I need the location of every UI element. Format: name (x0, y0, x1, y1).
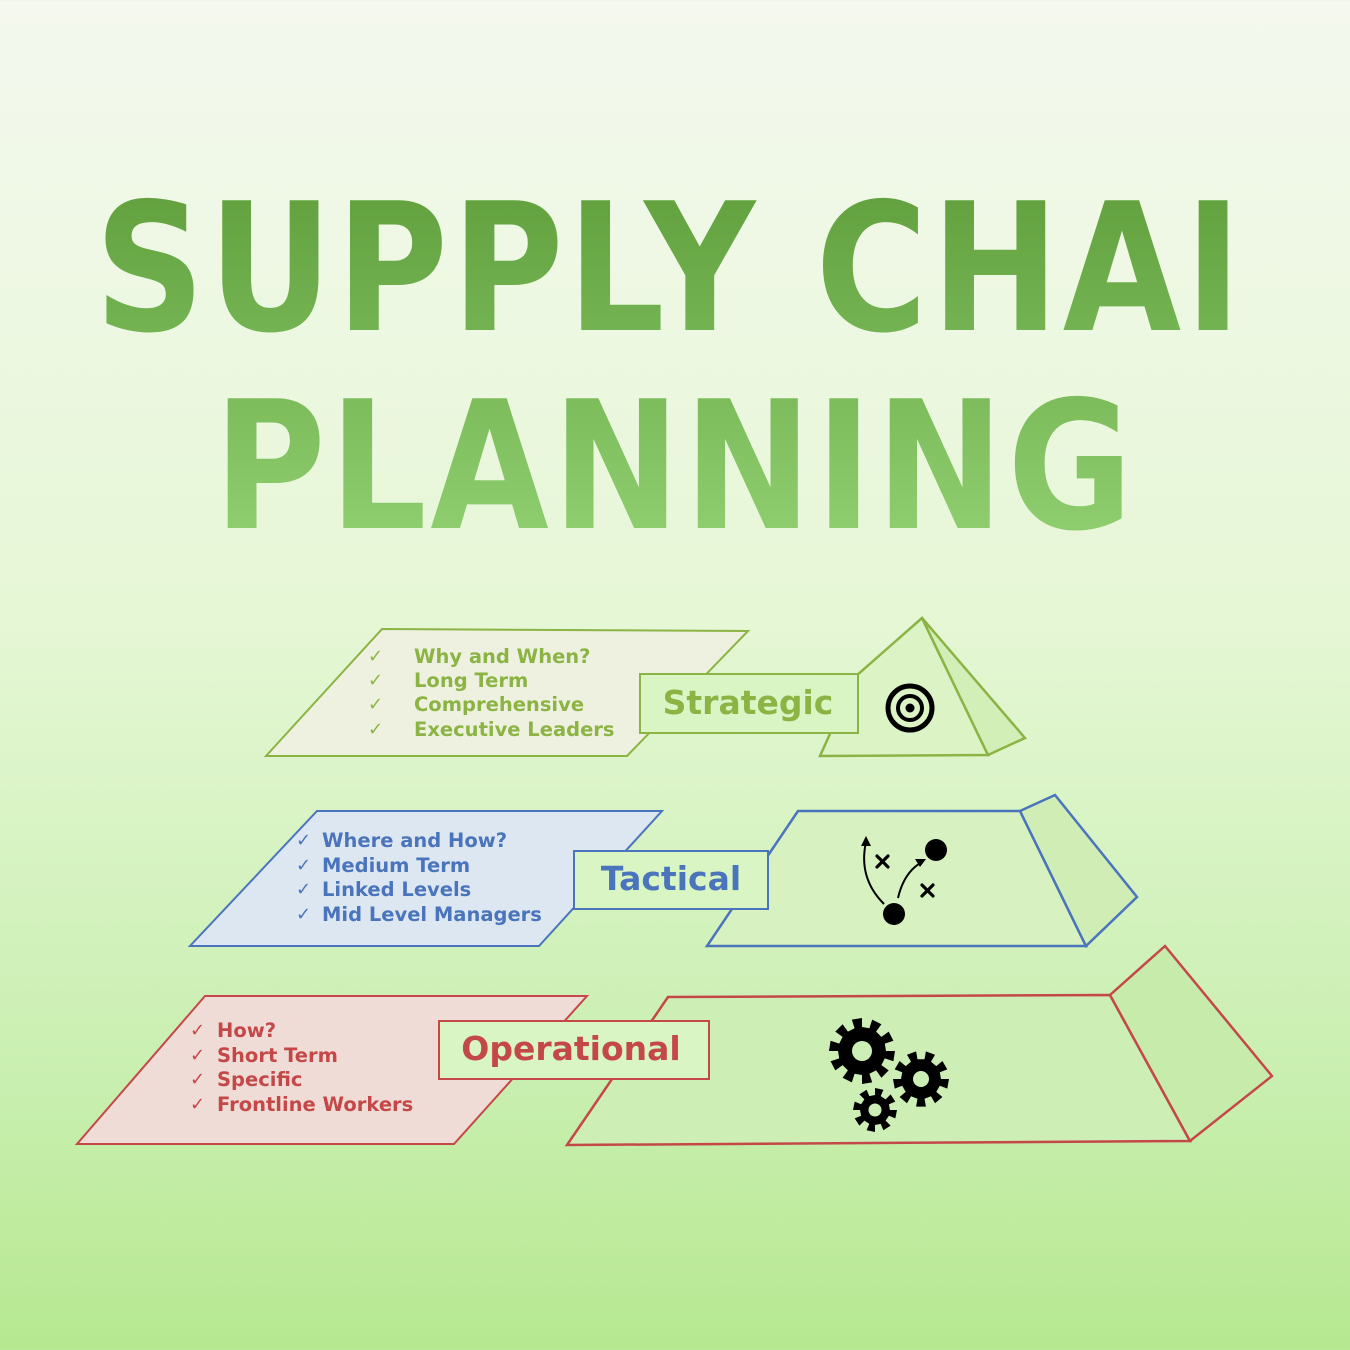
level-tactical: ✓ Where and How? ✓ Medium Term ✓ Linked … (187, 793, 1139, 949)
check-icon: ✓ (368, 694, 383, 715)
list-item: ✓ Frontline Workers (190, 1093, 413, 1116)
svg-text:Long Term: Long Term (414, 669, 528, 692)
list-item: ✓ Medium Term (296, 854, 470, 877)
list-item: ✓ Where and How? (296, 829, 507, 852)
tactical-bullet-list: ✓ Where and How? ✓ Medium Term ✓ Linked … (296, 829, 542, 926)
check-icon: ✓ (190, 1069, 205, 1090)
check-icon: ✓ (190, 1020, 205, 1041)
level-operational: ✓ How? ✓ Short Term ✓ Specific ✓ Frontli… (74, 944, 1274, 1147)
gear-hole (868, 1103, 882, 1117)
gear-medium (893, 1051, 949, 1107)
list-item: ✓ How? (190, 1019, 276, 1042)
svg-text:Medium Term: Medium Term (322, 854, 470, 877)
svg-text:Executive Leaders: Executive Leaders (414, 718, 615, 741)
operational-label: Operational (438, 1020, 710, 1080)
list-item: ✓ Specific (190, 1068, 302, 1091)
check-icon: ✓ (190, 1094, 205, 1115)
gears-icon (829, 1018, 949, 1132)
gear-small (853, 1088, 897, 1132)
list-item: ✓ Long Term (368, 669, 528, 692)
check-icon: ✓ (368, 670, 383, 691)
svg-text:How?: How? (217, 1019, 276, 1042)
svg-text:Mid Level Managers: Mid Level Managers (322, 903, 542, 926)
strategic-info-panel (263, 627, 751, 757)
svg-text:Strategic: Strategic (663, 683, 834, 722)
list-item: ✓ Linked Levels (296, 878, 471, 901)
check-icon: ✓ (296, 879, 311, 900)
gear-hole (913, 1071, 929, 1087)
tactical-label: Tactical (573, 850, 769, 910)
svg-text:Specific: Specific (217, 1068, 302, 1091)
check-icon: ✓ (296, 830, 311, 851)
list-item: ✓ Executive Leaders (368, 718, 615, 741)
svg-text:Frontline Workers: Frontline Workers (217, 1093, 413, 1116)
check-icon: ✓ (296, 855, 311, 876)
list-item: ✓ Mid Level Managers (296, 903, 542, 926)
check-icon: ✓ (296, 904, 311, 925)
check-icon: ✓ (368, 646, 383, 667)
check-icon: ✓ (190, 1045, 205, 1066)
check-icon: ✓ (368, 719, 383, 740)
operational-bullet-list: ✓ How? ✓ Short Term ✓ Specific ✓ Frontli… (190, 1019, 413, 1116)
svg-text:Short Term: Short Term (217, 1044, 338, 1067)
gear-hole (852, 1041, 872, 1061)
list-item: ✓ Why and When? (368, 645, 591, 668)
strategy-play-icon (861, 836, 947, 925)
svg-text:Tactical: Tactical (601, 859, 741, 898)
target-icon (885, 683, 935, 733)
svg-text:Comprehensive: Comprehensive (414, 693, 584, 716)
tactical-pyramid-layer (704, 793, 1139, 949)
level-strategic: ✓ Why and When? ✓ Long Term ✓ Comprehens… (263, 615, 1028, 758)
list-item: ✓ Short Term (190, 1044, 338, 1067)
svg-text:Linked Levels: Linked Levels (322, 878, 471, 901)
svg-text:Operational: Operational (461, 1029, 680, 1068)
tactical-info-panel (187, 810, 665, 947)
svg-text:Where and How?: Where and How? (322, 829, 507, 852)
strategic-label: Strategic (639, 673, 859, 734)
strategic-bullet-list: ✓ Why and When? ✓ Long Term ✓ Comprehens… (368, 645, 615, 741)
svg-text:Why and When?: Why and When? (414, 645, 591, 668)
list-item: ✓ Comprehensive (368, 693, 584, 716)
gear-large (829, 1018, 895, 1084)
